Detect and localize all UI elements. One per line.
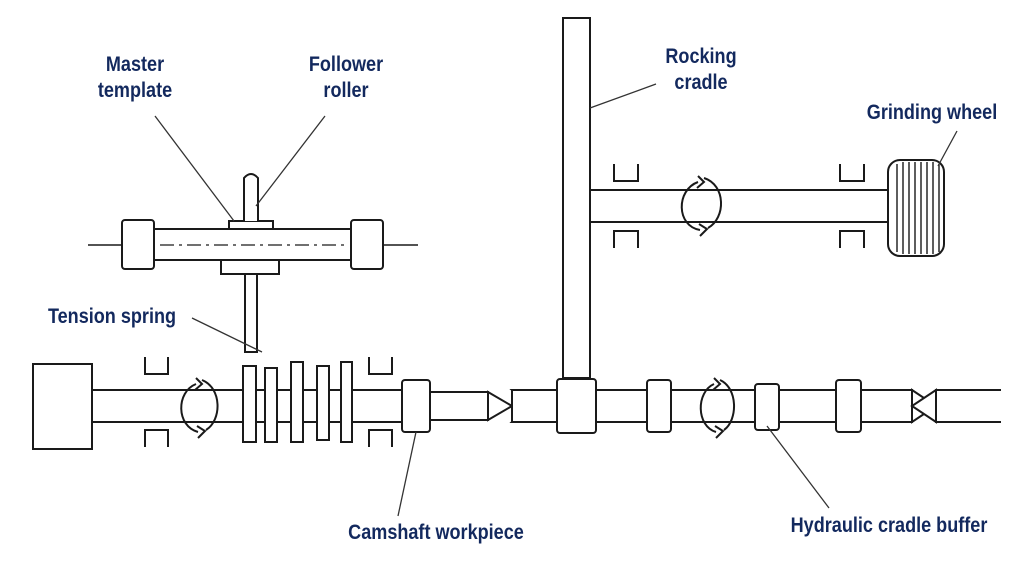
cradle-base-block [556, 378, 597, 434]
leader-rocking-cradle [589, 83, 657, 109]
bearing-bracket-1 [613, 164, 639, 182]
wheel-spindle-assembly [589, 159, 945, 257]
follower-arm [244, 273, 258, 353]
master-template-label-line2: template [97, 79, 173, 102]
follower-roller-label: Follower roller [294, 52, 397, 104]
bearing-bracket-6 [144, 429, 169, 447]
camshaft-workpiece-label-text: Camshaft workpiece [348, 521, 524, 544]
leader-lines [154, 83, 958, 517]
leader-hydraulic-cradle-buffer [766, 425, 830, 509]
grinding-wheel-grooves [896, 162, 940, 254]
wheel-spindle [589, 189, 889, 223]
template-bottom-block [220, 259, 280, 275]
tension-spring-label-text: Tension spring [47, 305, 177, 328]
workpiece-collar [401, 379, 431, 433]
hydraulic-cradle-buffer-label: Hydraulic cradle buffer [782, 513, 997, 539]
rotation-arrow-icon [180, 377, 219, 439]
rotation-arrow-icon [680, 175, 722, 237]
bearing-bracket-8 [368, 429, 393, 447]
rocking-cradle [562, 17, 591, 379]
rocking-cradle-label-line2: cradle [674, 71, 728, 94]
leader-tension-spring [191, 317, 263, 353]
grinding-wheel-body [887, 159, 945, 257]
bearing-bracket-2 [613, 230, 639, 248]
tension-spring [242, 361, 353, 443]
bearing-bracket-4 [839, 230, 865, 248]
left-center-point [487, 390, 514, 422]
cam-lobe-1 [646, 379, 672, 433]
bearing-bracket-5 [144, 357, 169, 375]
master-template-label-line1: Master [105, 53, 165, 76]
bearing-bracket-3 [839, 164, 865, 182]
follower-roller-label-line1: Follower [308, 53, 384, 76]
master-template [228, 220, 274, 230]
cam-lobe-2 [835, 379, 862, 433]
follower-roller-stem [243, 173, 259, 221]
headstock-block [32, 363, 93, 450]
grinding-wheel-label-text: Grinding wheel [866, 101, 998, 124]
hydraulic-cradle-buffer-label-text: Hydraulic cradle buffer [790, 514, 988, 537]
rocking-cradle-label-line1: Rocking [665, 45, 737, 68]
template-left-collar [121, 219, 155, 270]
rocking-cradle-column [562, 17, 591, 379]
template-right-collar [350, 219, 384, 270]
master-template-label: Master template [88, 52, 183, 104]
tailstock-point [910, 388, 937, 424]
leader-grinding-wheel [937, 130, 958, 167]
tailstock-quill [935, 389, 1001, 423]
hydraulic-cradle-buffer [754, 383, 780, 431]
left-spindle-nose [429, 391, 489, 421]
leader-follower-roller [255, 115, 326, 207]
leader-master-template [154, 115, 235, 222]
bearing-bracket-7 [368, 357, 393, 375]
rotation-arrow-icon [699, 377, 736, 439]
grinding-wheel-label: Grinding wheel [855, 100, 1010, 126]
rocking-cradle-label: Rocking cradle [654, 44, 749, 96]
follower-roller-label-line2: roller [323, 79, 369, 102]
main-shaft-assembly [32, 357, 1001, 450]
grinding-wheel [887, 159, 945, 257]
leader-camshaft-workpiece [397, 431, 417, 517]
template-shaft-assembly [88, 173, 418, 353]
tension-spring-label: Tension spring [35, 304, 190, 330]
camshaft-workpiece-label: Camshaft workpiece [333, 520, 539, 546]
